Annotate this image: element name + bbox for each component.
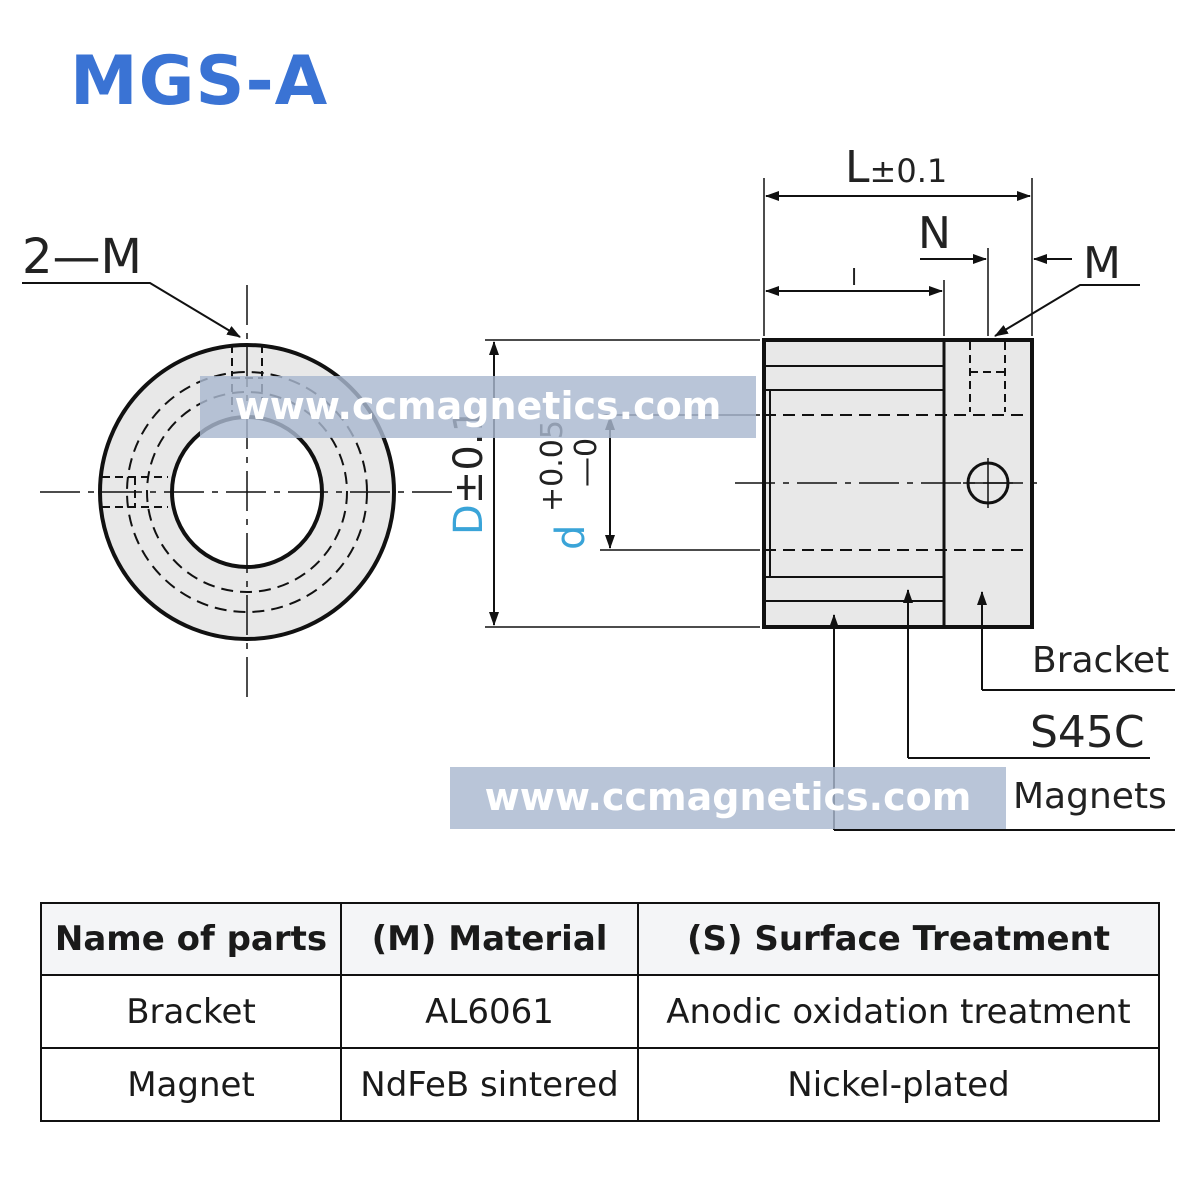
callout-s45c: S45C: [1030, 707, 1145, 758]
front-leader-2m: [22, 282, 241, 338]
dim-l-label: l: [851, 266, 857, 291]
callout-bracket: Bracket: [1032, 640, 1169, 681]
page-title: MGS-A: [70, 42, 329, 121]
watermark-1: www.ccmagnetics.com: [200, 376, 756, 438]
dim-d-tol-lower: —0: [569, 438, 604, 487]
table-row: Magnet NdFeB sintered Nickel-plated: [40, 1047, 1160, 1122]
dim-N-label: N: [918, 208, 951, 259]
dim-d-base-label: d: [548, 525, 594, 550]
watermark-2-text: www.ccmagnetics.com: [485, 775, 972, 819]
cell-material: NdFeB sintered: [340, 1047, 639, 1122]
table-header-row: Name of parts (M) Material (S) Surface T…: [40, 902, 1160, 976]
side-view: [485, 178, 1175, 831]
cell-surface-treatment: Anodic oxidation treatment: [637, 974, 1160, 1049]
header-surface-treatment: (S) Surface Treatment: [637, 902, 1160, 976]
side-screw-hole-hidden: [969, 342, 1006, 412]
front-label-2m: 2—M: [22, 229, 142, 285]
cell-part-name: Bracket: [40, 974, 342, 1049]
table-row: Bracket AL6061 Anodic oxidation treatmen…: [40, 974, 1160, 1049]
technical-drawing: 2—M: [22, 142, 1175, 831]
front-view: [22, 282, 455, 700]
parts-table: Name of parts (M) Material (S) Surface T…: [40, 902, 1160, 1122]
dim-L-label: L±0.1: [845, 142, 947, 193]
dim-M-label: M: [1083, 238, 1121, 289]
header-name-of-parts: Name of parts: [40, 902, 342, 976]
cell-material: AL6061: [340, 974, 639, 1049]
callout-magnets: Magnets: [1013, 776, 1167, 817]
watermark-1-text: www.ccmagnetics.com: [235, 384, 722, 428]
watermark-2: www.ccmagnetics.com: [450, 767, 1006, 829]
cell-part-name: Magnet: [40, 1047, 342, 1122]
front-hidden-circle-inner: [146, 391, 348, 593]
cell-surface-treatment: Nickel-plated: [637, 1047, 1160, 1122]
leader-M: [994, 284, 1140, 337]
header-material: (M) Material: [340, 902, 639, 976]
